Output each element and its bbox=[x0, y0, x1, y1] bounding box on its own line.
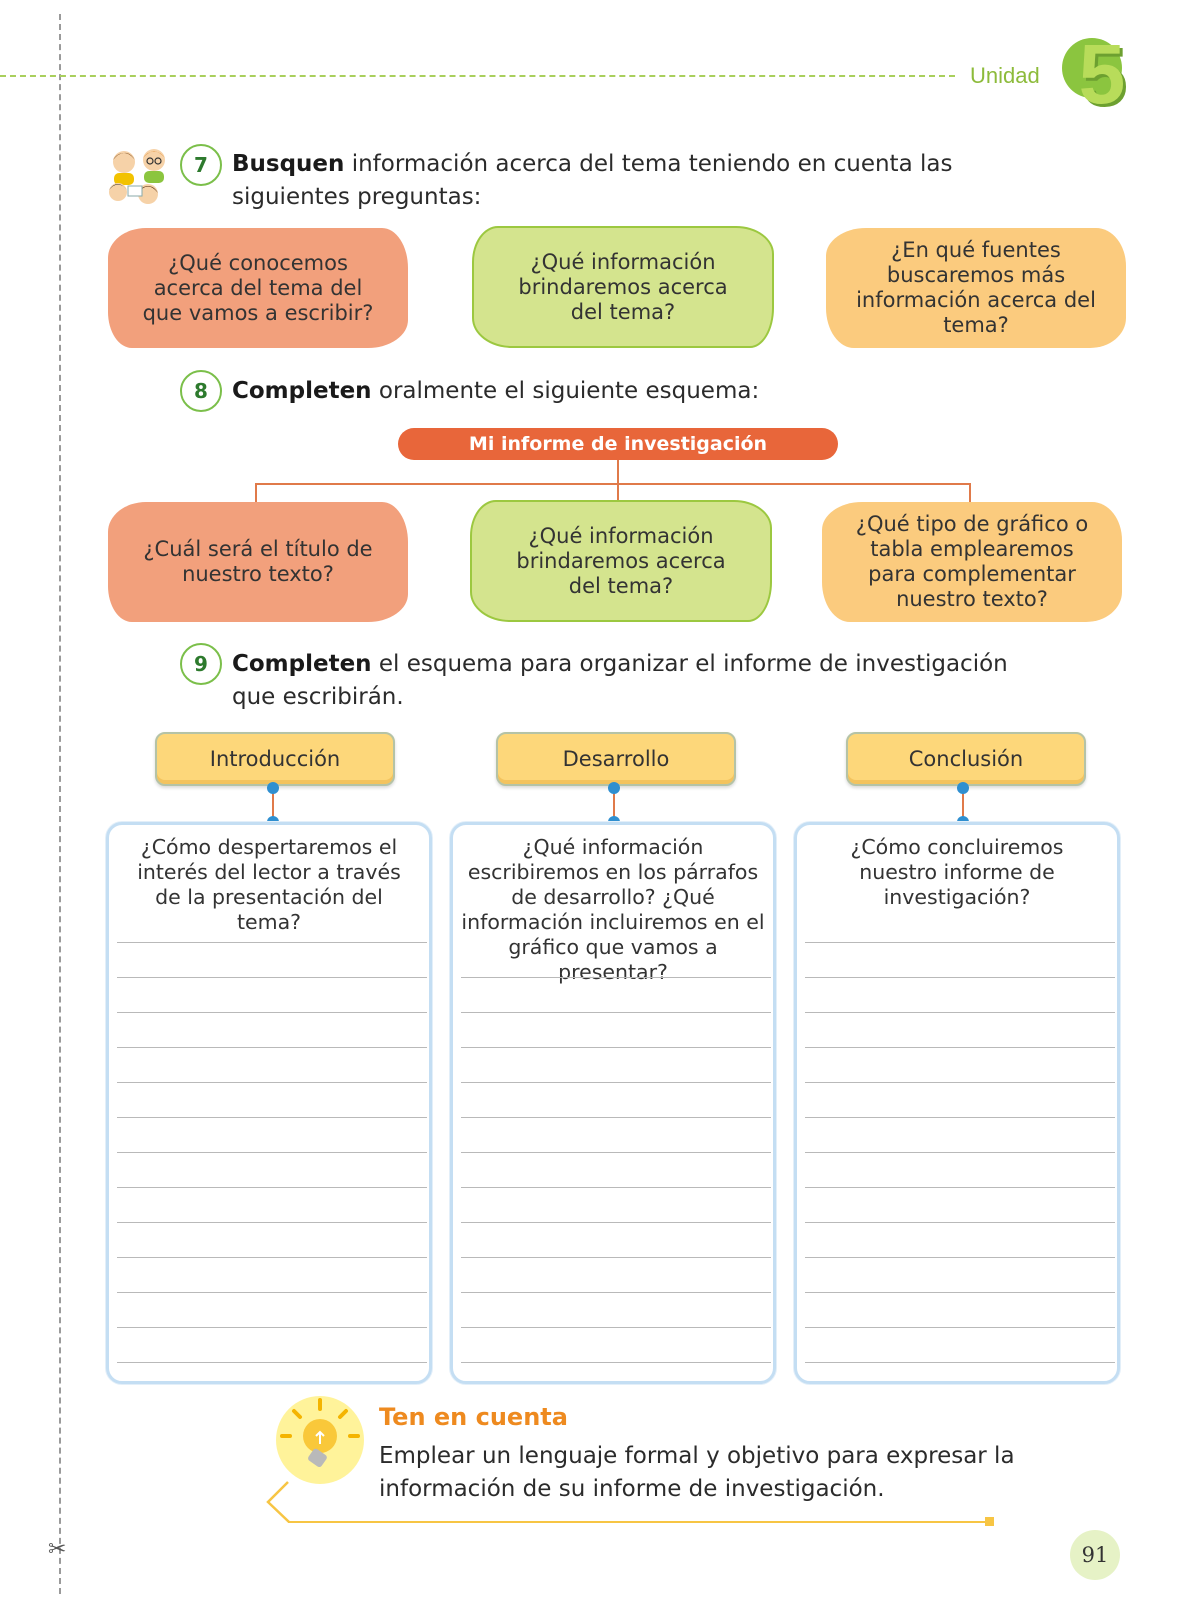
writing-line[interactable] bbox=[461, 1187, 771, 1188]
schema-connector-left bbox=[255, 483, 257, 505]
connector-introduction bbox=[272, 786, 274, 824]
activity-7-text: información acerca del tema teniendo en … bbox=[232, 151, 953, 210]
writing-line[interactable] bbox=[805, 977, 1115, 978]
writing-line[interactable] bbox=[117, 1257, 427, 1258]
scissors-icon: ✂ bbox=[48, 1537, 67, 1562]
question-bubble-known-topic: ¿Qué conocemos acerca del tema del que v… bbox=[108, 228, 408, 348]
activity-9-verb: Completen bbox=[232, 651, 372, 677]
writing-line[interactable] bbox=[461, 1362, 771, 1363]
column-title-development: Desarrollo bbox=[496, 732, 736, 786]
connector-development bbox=[613, 786, 615, 824]
writing-line[interactable] bbox=[805, 1327, 1115, 1328]
activity-7-verb: Busquen bbox=[232, 151, 345, 177]
writing-line[interactable] bbox=[461, 1257, 771, 1258]
activity-8-instruction: Completen oralmente el siguiente esquema… bbox=[232, 375, 1052, 408]
cut-line bbox=[59, 14, 61, 1594]
question-bubble-sources: ¿En qué fuentes buscaremos más informaci… bbox=[826, 228, 1126, 348]
column-title-conclusion: Conclusión bbox=[846, 732, 1086, 786]
activity-7-number: 7 bbox=[180, 144, 222, 186]
activity-9-text: el esquema para organizar el informe de … bbox=[232, 651, 1008, 710]
writing-line[interactable] bbox=[461, 1082, 771, 1083]
writing-line[interactable] bbox=[805, 1047, 1115, 1048]
schema-connector-right bbox=[969, 483, 971, 503]
writing-line[interactable] bbox=[117, 1082, 427, 1083]
writing-line[interactable] bbox=[461, 1012, 771, 1013]
tip-underline-end bbox=[985, 1517, 994, 1526]
connector-conclusion bbox=[962, 786, 964, 824]
tip-connector bbox=[266, 1481, 290, 1523]
activity-9-instruction: Completen el esquema para organizar el i… bbox=[232, 648, 1052, 714]
schema-bubble-graphic: ¿Qué tipo de gráfico o tabla emplearemos… bbox=[822, 502, 1122, 622]
header-dashed-line bbox=[0, 75, 955, 77]
writing-line[interactable] bbox=[117, 1117, 427, 1118]
writing-line[interactable] bbox=[117, 1327, 427, 1328]
schema-connector-horizontal bbox=[255, 483, 971, 485]
writing-panel-introduction[interactable]: ¿Cómo despertaremos el interés del lecto… bbox=[106, 822, 432, 1384]
writing-line[interactable] bbox=[117, 1187, 427, 1188]
connector-dot bbox=[267, 782, 279, 794]
writing-panel-development[interactable]: ¿Qué información escribiremos en los pár… bbox=[450, 822, 776, 1384]
activity-8-text: oralmente el siguiente esquema: bbox=[371, 378, 760, 404]
activity-8-verb: Completen bbox=[232, 378, 372, 404]
writing-line[interactable] bbox=[117, 1012, 427, 1013]
writing-line[interactable] bbox=[805, 1012, 1115, 1013]
column-title-introduction: Introducción bbox=[155, 732, 395, 786]
writing-line[interactable] bbox=[117, 1047, 427, 1048]
writing-line[interactable] bbox=[805, 1362, 1115, 1363]
panel-question-conclusion: ¿Cómo concluiremos nuestro informe de in… bbox=[850, 835, 1064, 909]
activity-9-number: 9 bbox=[180, 643, 222, 685]
tip-text: Emplear un lenguaje formal y objetivo pa… bbox=[379, 1443, 1015, 1502]
question-bubble-information: ¿Qué información brindaremos acerca del … bbox=[472, 226, 774, 348]
connector-dot bbox=[608, 782, 620, 794]
unit-badge bbox=[1062, 38, 1122, 98]
writing-line[interactable] bbox=[461, 1327, 771, 1328]
page-number: 91 bbox=[1081, 1543, 1109, 1567]
schema-title: Mi informe de investigación bbox=[398, 428, 838, 460]
writing-panel-conclusion[interactable]: ¿Cómo concluiremos nuestro informe de in… bbox=[794, 822, 1120, 1384]
writing-line[interactable] bbox=[117, 942, 427, 943]
schema-bubble-information: ¿Qué información brindaremos acerca del … bbox=[470, 500, 772, 622]
writing-line[interactable] bbox=[805, 1117, 1115, 1118]
writing-line[interactable] bbox=[117, 1292, 427, 1293]
writing-line[interactable] bbox=[805, 1222, 1115, 1223]
tip-underline bbox=[288, 1521, 990, 1523]
writing-line[interactable] bbox=[805, 1082, 1115, 1083]
unit-number: 5 bbox=[1078, 27, 1126, 121]
writing-line[interactable] bbox=[117, 1152, 427, 1153]
writing-line[interactable] bbox=[805, 1152, 1115, 1153]
unit-label: Unidad bbox=[970, 63, 1040, 88]
connector-dot bbox=[957, 782, 969, 794]
writing-line[interactable] bbox=[461, 1222, 771, 1223]
panel-question-development: ¿Qué información escribiremos en los pár… bbox=[461, 835, 765, 984]
schema-bubble-title: ¿Cuál será el título de nuestro texto? bbox=[108, 502, 408, 622]
writing-line[interactable] bbox=[461, 1117, 771, 1118]
writing-line[interactable] bbox=[117, 1222, 427, 1223]
lightbulb-icon bbox=[280, 1398, 360, 1468]
writing-line[interactable] bbox=[461, 1152, 771, 1153]
writing-line[interactable] bbox=[805, 1292, 1115, 1293]
writing-line[interactable] bbox=[461, 1047, 771, 1048]
activity-7-instruction: Busquen información acerca del tema teni… bbox=[232, 148, 1052, 214]
page-number-circle bbox=[1070, 1530, 1120, 1580]
writing-line[interactable] bbox=[117, 1362, 427, 1363]
activity-8-number: 8 bbox=[180, 370, 222, 412]
panel-question-introduction: ¿Cómo despertaremos el interés del lecto… bbox=[137, 835, 401, 934]
writing-line[interactable] bbox=[805, 942, 1115, 943]
schema-connector-middle bbox=[617, 483, 619, 503]
writing-line[interactable] bbox=[805, 1257, 1115, 1258]
writing-line[interactable] bbox=[117, 977, 427, 978]
schema-connector bbox=[617, 460, 619, 484]
tip-title: Ten en cuenta bbox=[379, 1403, 568, 1431]
writing-line[interactable] bbox=[461, 1292, 771, 1293]
writing-line[interactable] bbox=[461, 977, 771, 978]
writing-line[interactable] bbox=[805, 1187, 1115, 1188]
students-group-icon bbox=[109, 149, 165, 204]
